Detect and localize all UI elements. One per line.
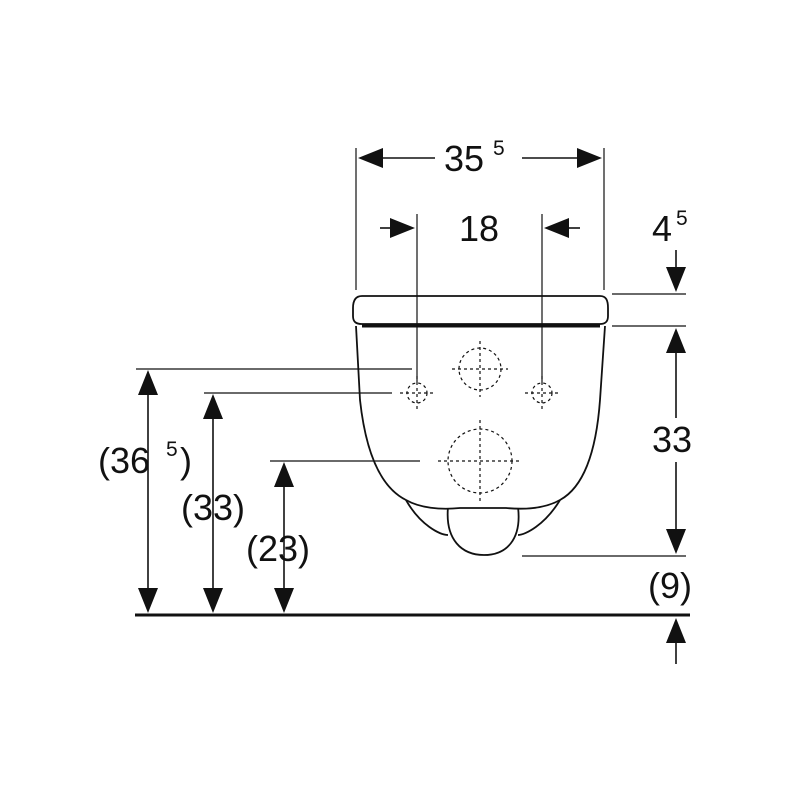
seat-thickness-value: 4 <box>652 208 672 249</box>
upper-fixing-height-close: ) <box>180 440 192 481</box>
upper-fixing-height-superscript: 5 <box>166 438 178 461</box>
toilet-seat <box>352 295 609 328</box>
dim-seat-thickness: 4 5 <box>612 207 688 327</box>
outlet-height-value: (23) <box>246 528 310 569</box>
hole-spacing-value: 18 <box>459 208 499 249</box>
seat-thickness-superscript: 5 <box>676 207 688 230</box>
toilet-bowl <box>355 325 606 556</box>
lower-fixing-height-value: (33) <box>181 487 245 528</box>
bowl-height-value: 33 <box>652 419 692 460</box>
total-width-superscript: 5 <box>493 137 505 160</box>
dim-outlet-offset: (9) <box>648 565 692 664</box>
total-width-value: 35 <box>444 138 484 179</box>
fixing-holes <box>400 341 559 502</box>
dim-outlet-height: (23) <box>246 460 420 613</box>
outlet-offset-value: (9) <box>648 565 692 606</box>
dim-bowl-height: 33 <box>522 328 692 557</box>
upper-fixing-height-value: (36 <box>98 440 150 481</box>
dim-total-width: 35 5 <box>355 137 605 290</box>
dim-hole-spacing: 18 <box>380 208 580 382</box>
dim-lower-fixing-height: (33) <box>181 392 392 613</box>
dim-upper-fixing-height: (36 5 ) <box>98 368 412 613</box>
